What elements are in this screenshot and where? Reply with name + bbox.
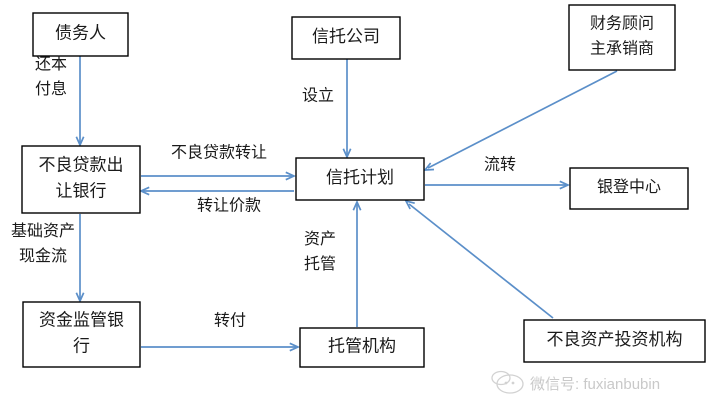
arrow-head-icon xyxy=(138,186,150,196)
edge-label-text: 资产 xyxy=(304,230,336,248)
node-trust_co[interactable]: 信托公司 xyxy=(291,16,401,60)
node-label: 行 xyxy=(73,336,90,355)
arrow-head-icon xyxy=(559,180,571,190)
arrow-head-icon xyxy=(289,342,301,352)
edge-label-text: 流转 xyxy=(484,156,516,174)
node-label: 信托公司 xyxy=(312,27,380,46)
edge-label-transfer-price: 转让价款 xyxy=(197,197,261,215)
edge-bank-to-escrow xyxy=(75,214,85,304)
node-box xyxy=(291,16,401,60)
node-yindeng[interactable]: 银登中心 xyxy=(569,167,689,210)
edge-label-text: 托管 xyxy=(304,255,336,273)
node-box xyxy=(569,167,689,210)
edge-investor-to-plan xyxy=(404,199,554,319)
node-label: 不良贷款出 xyxy=(39,155,124,174)
node-box xyxy=(21,145,141,214)
edge-label-circulation: 流转 xyxy=(484,156,516,174)
node-label: 主承销商 xyxy=(590,40,654,58)
node-label: 信托计划 xyxy=(326,168,394,187)
arrow-head-icon xyxy=(75,136,85,148)
nodes-layer: 债务人信托公司财务顾问主承销商不良贷款出让银行信托计划银登中心资金监管银行托管机… xyxy=(21,4,706,368)
edge-label-text: 不良贷款转让 xyxy=(171,144,267,162)
node-custodian[interactable]: 托管机构 xyxy=(299,327,425,368)
arrow-head-icon xyxy=(285,171,297,181)
node-box xyxy=(299,327,425,368)
edge-label-text: 付息 xyxy=(35,80,67,98)
node-box xyxy=(32,12,129,57)
edge-line xyxy=(427,70,618,169)
arrow-head-icon xyxy=(404,199,415,210)
arrow-head-icon xyxy=(342,148,352,160)
edge-label-text: 现金流 xyxy=(19,247,67,265)
node-label: 不良资产投资机构 xyxy=(547,330,683,349)
edge-label-text: 还本 xyxy=(35,55,67,73)
node-npl_investor[interactable]: 不良资产投资机构 xyxy=(523,319,706,363)
arrow-head-icon xyxy=(352,199,362,211)
arrow-head-icon xyxy=(75,292,85,304)
node-label: 资金监管银 xyxy=(39,310,124,329)
edge-label-text: 转付 xyxy=(214,312,246,330)
edge-plan-to-bank-price xyxy=(138,186,294,196)
edge-label-remittance: 转付 xyxy=(214,312,246,330)
node-trust_plan[interactable]: 信托计划 xyxy=(295,157,425,201)
edge-label-text: 设立 xyxy=(302,87,334,105)
edges-layer xyxy=(75,56,618,352)
edge-advisor-to-plan xyxy=(423,70,618,171)
node-box xyxy=(22,301,141,368)
node-debtor[interactable]: 债务人 xyxy=(32,12,129,57)
edge-label-establish: 设立 xyxy=(302,87,334,105)
edge-labels-layer: 还本付息设立不良贷款转让转让价款流转基础资产现金流资产托管转付 xyxy=(11,55,516,330)
node-label: 银登中心 xyxy=(597,178,661,196)
node-label: 债务人 xyxy=(55,23,106,42)
edge-escrow-to-custodian xyxy=(141,342,301,352)
node-box xyxy=(568,4,676,71)
node-label: 财务顾问 xyxy=(590,15,654,33)
node-box xyxy=(523,319,706,363)
edge-plan-to-yindeng xyxy=(425,180,571,190)
edge-custodian-to-plan xyxy=(352,199,362,327)
node-label: 让银行 xyxy=(56,181,107,200)
edge-debtor-to-bank xyxy=(75,56,85,148)
arrow-head-icon xyxy=(423,162,435,171)
edge-label-text: 转让价款 xyxy=(197,197,261,215)
node-label: 托管机构 xyxy=(328,336,396,355)
edge-bank-to-plan-loan xyxy=(141,171,297,181)
watermark: 微信号: fuxianbubin xyxy=(491,370,660,394)
node-box xyxy=(295,157,425,201)
edge-label-npl-transfer: 不良贷款转让 xyxy=(171,144,267,162)
watermark-text: 微信号: fuxianbubin xyxy=(530,376,660,393)
edge-label-text: 基础资产 xyxy=(11,222,75,240)
wechat-bubble-icon xyxy=(491,370,524,394)
edge-trustco-to-plan xyxy=(342,59,352,160)
edge-line xyxy=(408,203,554,319)
